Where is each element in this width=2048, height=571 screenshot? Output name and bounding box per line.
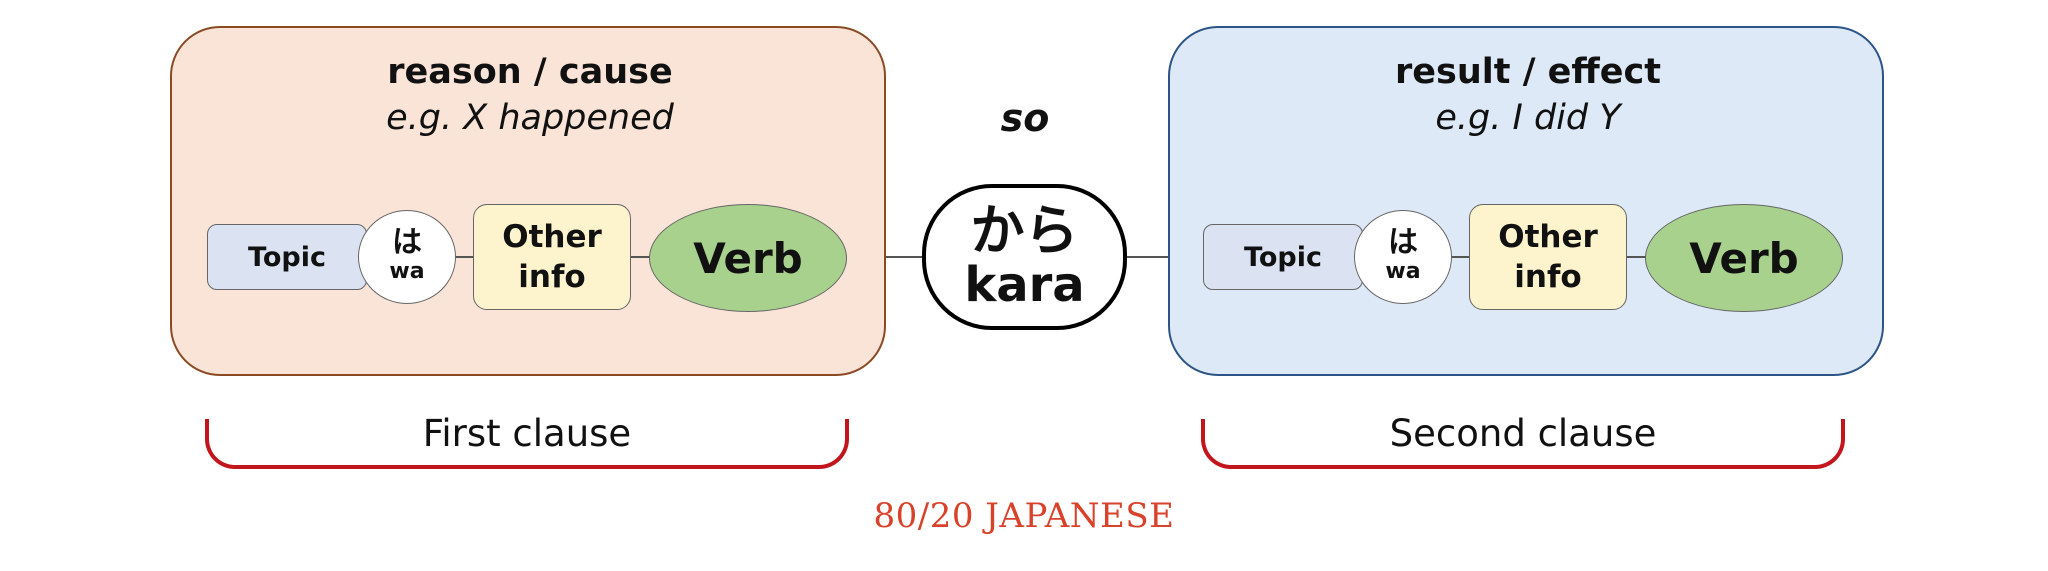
left-particle-romaji: wa [389, 259, 425, 285]
right-wa-particle: は wa [1354, 210, 1452, 304]
reason-heading: reason / cause [387, 52, 673, 92]
so-label: so [1000, 96, 1050, 140]
left-topic-label: Topic [248, 241, 326, 273]
left-other-info-box: Other info [473, 204, 631, 310]
left-topic-box: Topic [207, 224, 367, 290]
left-wa-particle: は wa [358, 210, 456, 304]
result-heading: result / effect [1395, 52, 1661, 92]
first-clause-bracket [205, 419, 849, 469]
right-verb-ellipse: Verb [1645, 204, 1843, 312]
left-verb-label: Verb [693, 233, 803, 283]
reason-cause-box: reason / cause e.g. X happened [170, 26, 886, 376]
second-clause-label: Second clause [1389, 412, 1657, 455]
first-clause-label: First clause [422, 412, 632, 455]
result-effect-box: result / effect e.g. I did Y [1168, 26, 1884, 376]
left-verb-ellipse: Verb [649, 204, 847, 312]
right-topic-box: Topic [1203, 224, 1363, 290]
kara-jp: から [970, 199, 1079, 263]
brand-logo: 80/20 JAPANESE [873, 496, 1175, 536]
result-example: e.g. I did Y [1435, 98, 1621, 138]
left-particle-jp: は [392, 224, 422, 260]
connector-line-right [1125, 256, 1205, 258]
left-other-info-label: Other info [502, 218, 602, 295]
second-clause-bracket [1201, 419, 1845, 469]
right-particle-jp: は [1388, 224, 1418, 260]
right-verb-label: Verb [1689, 233, 1799, 283]
right-other-info-box: Other info [1469, 204, 1627, 310]
kara-connector: から kara [922, 184, 1127, 330]
right-topic-label: Topic [1244, 241, 1322, 273]
right-particle-romaji: wa [1385, 259, 1421, 285]
kara-romaji: kara [964, 257, 1085, 314]
right-other-info-label: Other info [1498, 218, 1598, 295]
reason-example: e.g. X happened [386, 98, 674, 138]
